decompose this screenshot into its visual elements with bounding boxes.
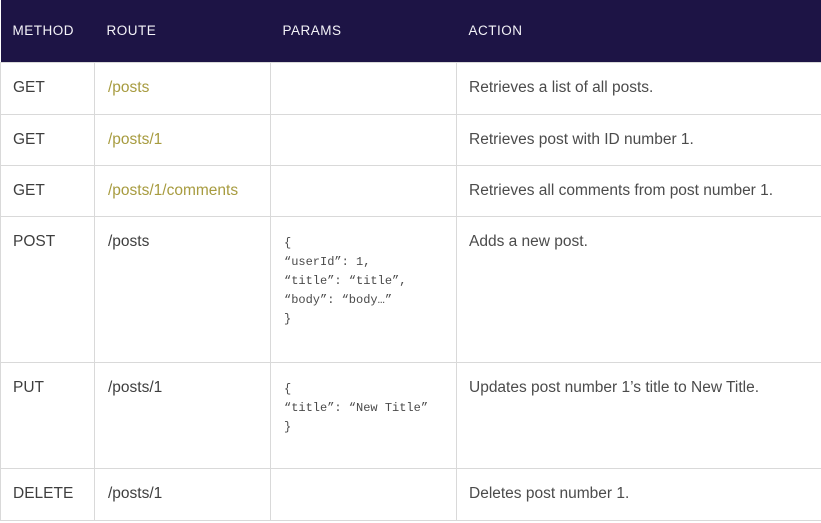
params-cell — [270, 467, 457, 521]
method-cell: POST — [0, 215, 95, 363]
method-cell: GET — [0, 164, 95, 217]
column-header-action: ACTION — [456, 0, 821, 62]
route-cell: /posts — [94, 61, 271, 115]
method-cell: DELETE — [0, 467, 95, 521]
table-row: GET /posts/1 Retrieves post with ID numb… — [0, 113, 821, 166]
action-cell: Retrieves all comments from post number … — [456, 164, 821, 217]
column-header-params: PARAMS — [270, 0, 457, 62]
table-row: GET /posts/1/comments Retrieves all comm… — [0, 164, 821, 217]
route-cell: /posts — [94, 215, 271, 363]
action-cell: Retrieves post with ID number 1. — [456, 113, 821, 166]
route-text: /posts — [108, 232, 150, 250]
method-cell: GET — [0, 61, 95, 115]
table-body: GET /posts Retrieves a list of all posts… — [0, 61, 821, 521]
action-cell: Adds a new post. — [456, 215, 821, 363]
table-row: GET /posts Retrieves a list of all posts… — [0, 61, 821, 115]
route-cell: /posts/1/comments — [94, 164, 271, 217]
table-row: POST /posts { “userId”: 1, “title”: “tit… — [0, 215, 821, 363]
params-cell — [270, 164, 457, 217]
table-header: METHOD ROUTE PARAMS ACTION — [0, 0, 821, 62]
params-cell: { “userId”: 1, “title”: “title”, “body”:… — [270, 215, 457, 363]
route-cell: /posts/1 — [94, 467, 271, 521]
params-cell — [270, 61, 457, 115]
route-link[interactable]: /posts/1 — [108, 130, 163, 148]
params-cell — [270, 113, 457, 166]
column-header-method: METHOD — [0, 0, 95, 62]
action-cell: Retrieves a list of all posts. — [456, 61, 821, 115]
route-text: /posts/1 — [108, 378, 163, 396]
route-text: /posts/1 — [108, 484, 163, 502]
route-cell: /posts/1 — [94, 113, 271, 166]
header-row: METHOD ROUTE PARAMS ACTION — [0, 0, 821, 62]
method-cell: GET — [0, 113, 95, 166]
route-link[interactable]: /posts — [108, 78, 150, 96]
table-row: DELETE /posts/1 Deletes post number 1. — [0, 467, 821, 521]
route-link[interactable]: /posts/1/comments — [108, 181, 239, 199]
params-cell: { “title”: “New Title” } — [270, 361, 457, 469]
action-cell: Updates post number 1’s title to New Tit… — [456, 361, 821, 469]
method-cell: PUT — [0, 361, 95, 469]
action-cell: Deletes post number 1. — [456, 467, 821, 521]
route-cell: /posts/1 — [94, 361, 271, 469]
column-header-route: ROUTE — [94, 0, 271, 62]
table-row: PUT /posts/1 { “title”: “New Title” } Up… — [0, 361, 821, 469]
